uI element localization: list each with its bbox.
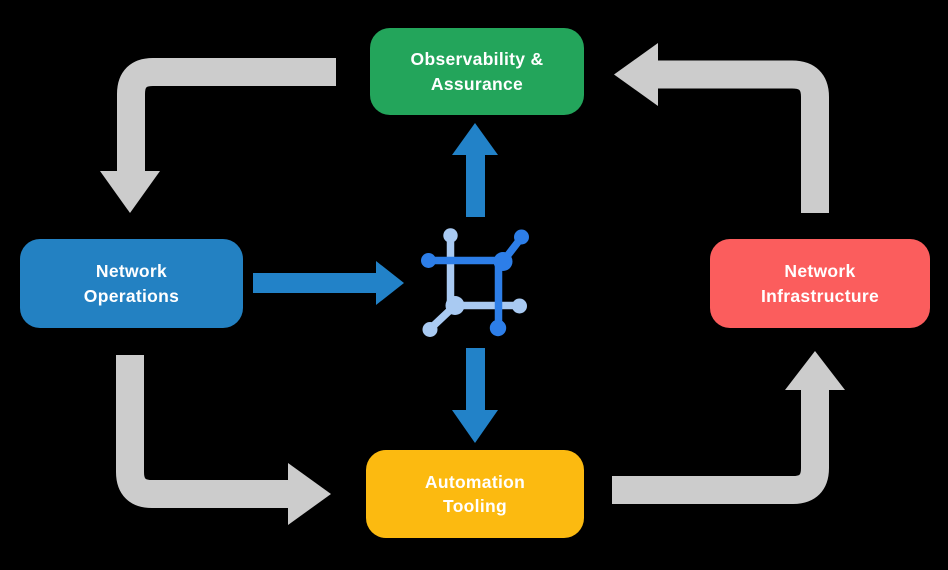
arrow-shaft [116,355,290,508]
arrow-observability-to-operations [100,58,336,213]
node-label-line2: Infrastructure [761,285,879,306]
arrow-head-up-icon [452,123,498,155]
node-label-line1: Observability & [410,49,544,70]
network-mesh-icon [421,228,529,337]
node-network-operations: Network Operations [20,239,243,328]
node-label-line1: Network [95,261,168,282]
arrow-shaft [466,348,485,412]
node-label-line1: Network [784,261,856,282]
arrow-shaft [466,153,485,217]
arrow-shaft [117,58,336,174]
arrow-shaft [612,389,829,504]
arrow-shaft [657,60,829,213]
arrow-shaft [253,273,377,293]
node-automation-tooling: Automation Tooling [366,450,584,538]
arrow-head-right-icon [288,463,331,525]
arrow-operations-to-automation [116,355,331,525]
arrow-head-right-icon [376,261,404,305]
node-observability-assurance: Observability & Assurance [370,28,584,115]
arrow-center-to-automation [452,348,498,443]
arrow-operations-to-center [253,261,404,305]
arrow-head-down-icon [100,171,160,213]
arrow-automation-to-infrastructure [612,351,845,504]
arrow-head-up-icon [785,351,845,390]
arrow-infrastructure-to-observability [614,43,829,213]
node-label-line2: Tooling [443,496,507,516]
node-label-line1: Automation [424,471,526,492]
node-network-infrastructure: Network Infrastructure [710,239,930,328]
mesh-light-lines [422,228,527,337]
arrow-center-to-observability [452,123,498,217]
node-label-line2: Assurance [430,73,524,94]
arrow-head-left-icon [614,43,658,106]
arrow-head-down-icon [452,410,498,443]
mesh-dark-lines [421,229,529,337]
node-label-line2: Operations [83,285,180,306]
